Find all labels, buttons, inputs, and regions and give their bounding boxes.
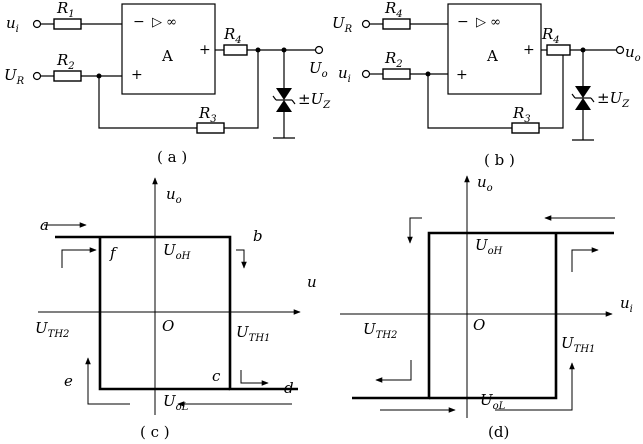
x-axis-label-c: u — [307, 273, 317, 291]
resistor-r4-b-out — [546, 44, 571, 56]
y-axis-label-d: uo — [477, 173, 493, 194]
origin-d: O — [473, 316, 485, 334]
y-axis-label-c: uo — [166, 185, 182, 206]
terminal-ui-a — [32, 19, 42, 29]
label-ui-b: ui — [338, 64, 351, 85]
opamp-a-plus-out: + — [199, 42, 211, 58]
arrow-topleft-d — [407, 217, 422, 244]
label-r2-b: R2 — [384, 49, 403, 70]
opamp-a-label: A — [161, 47, 173, 65]
caption-c: ( c ) — [140, 423, 170, 441]
label-r4-b-out: R4 — [541, 25, 560, 46]
opamp-b-label: A — [486, 47, 498, 65]
terminal-uo-a — [314, 45, 324, 55]
opamp-a-symbol: ▷ ∞ — [152, 15, 177, 30]
label-ur-b: UR — [332, 14, 353, 35]
caption-d: (d) — [488, 423, 509, 441]
label-uoh-d: UoH — [475, 236, 503, 257]
arrow-bottomright-d — [495, 362, 575, 411]
caption-a: ( a ) — [157, 148, 187, 166]
label-uth2-d: UTH2 — [363, 320, 397, 341]
terminal-ui-b — [361, 69, 371, 79]
label-ur-a: UR — [4, 66, 25, 87]
label-r2-a: R2 — [56, 51, 75, 72]
opamp-b-symbol: ▷ ∞ — [476, 15, 501, 30]
point-e-c: e — [64, 372, 73, 390]
arrow-e-c — [85, 357, 130, 405]
opamp-b-box — [447, 3, 542, 95]
loop-lower-path-c — [98, 237, 230, 391]
opamp-b-minus: − — [457, 14, 469, 30]
point-b-c: b — [253, 227, 263, 245]
hysteresis-graph-c: uo u a b f c d e UoH UoL UTH1 UTH2 O ( c… — [35, 177, 317, 441]
label-uo-a: Uo — [309, 59, 328, 80]
zener-diode-a — [272, 50, 296, 139]
label-uz-a: ±UZ — [298, 90, 331, 111]
origin-c: O — [162, 317, 174, 335]
x-axis-label-d: ui — [620, 294, 633, 315]
point-c-c: c — [212, 367, 221, 385]
resistor-r2-b — [382, 68, 411, 80]
label-uth2-c: UTH2 — [35, 319, 69, 340]
label-uo-b: uo — [625, 43, 641, 64]
circuit-a: − ▷ ∞ A + + ui R1 UR R2 R3 R4 Uo — [4, 0, 331, 166]
loop-upper-path-d — [352, 231, 614, 400]
resistor-r4-b-in — [382, 18, 411, 30]
terminal-ur-b — [361, 19, 371, 29]
loop-upper-path-c — [55, 235, 298, 391]
terminal-ur-a — [32, 71, 42, 81]
arrow-c-c — [240, 370, 269, 386]
arrow-topright-d — [571, 247, 599, 272]
opamp-a-plus-in: + — [131, 67, 143, 83]
label-uth1-d: UTH1 — [561, 334, 595, 355]
label-uol-c: UoL — [163, 392, 189, 413]
label-r3-b: R3 — [512, 104, 531, 125]
loop-lower-path-d — [429, 233, 558, 400]
label-ui-a: ui — [6, 14, 19, 35]
hysteresis-graph-d: uo ui UoH UoL UTH1 UTH2 O (d) — [340, 173, 633, 441]
label-r3-a: R3 — [198, 104, 217, 125]
arrow-f-c — [61, 247, 97, 268]
label-uol-d: UoL — [480, 391, 506, 412]
resistor-r4-a — [223, 44, 248, 56]
label-uoh-c: UoH — [163, 241, 191, 262]
opamp-b-plus-out: + — [523, 42, 535, 58]
label-r4-b-in: R4 — [384, 0, 403, 20]
arrow-bottomleft-d — [375, 360, 412, 383]
arrow-b-c — [236, 249, 247, 269]
resistor-r2-a — [53, 70, 82, 82]
label-uz-b: ±UZ — [597, 89, 630, 110]
zener-diode-b — [571, 50, 595, 141]
opamp-a-minus: − — [133, 14, 145, 30]
point-a-c: a — [40, 216, 49, 234]
circuit-b: − ▷ ∞ A + + UR R4 ui R2 R3 R4 uo — [332, 0, 641, 169]
label-uth1-c: UTH1 — [236, 323, 270, 344]
opamp-b-plus-in: + — [456, 67, 468, 83]
terminal-uo-b — [615, 45, 625, 55]
label-r1-a: R1 — [56, 0, 75, 20]
point-f-c: f — [109, 244, 118, 262]
label-r4-a: R4 — [223, 25, 242, 46]
point-d-c: d — [284, 379, 294, 397]
opamp-a-box — [121, 3, 216, 95]
caption-b: ( b ) — [484, 151, 515, 169]
resistor-r1-a — [53, 18, 82, 30]
